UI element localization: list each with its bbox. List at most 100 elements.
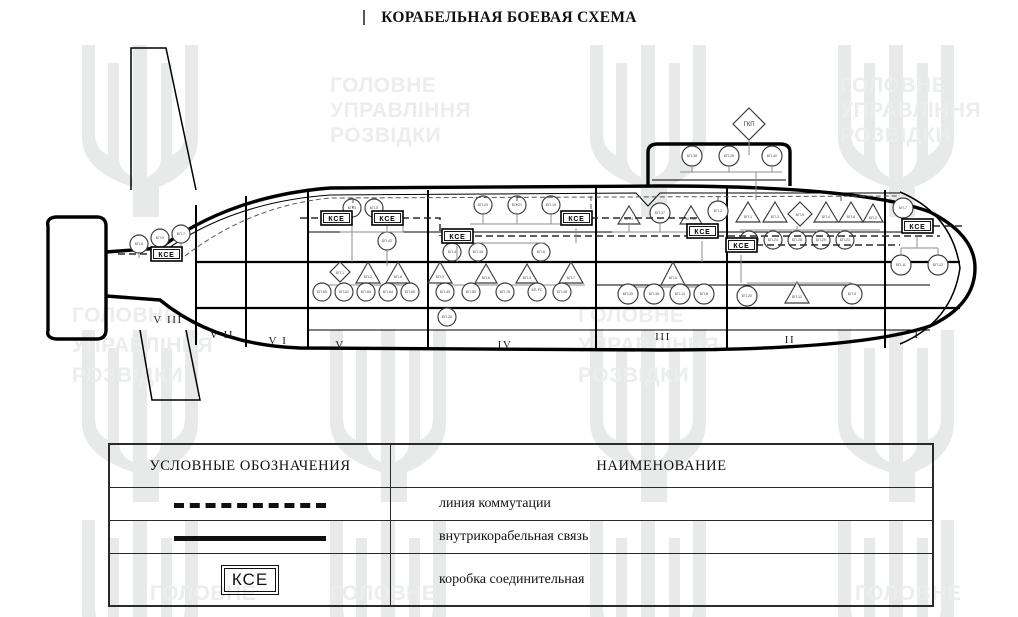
legend-table: УСЛОВНЫЕ ОБОЗНАЧЕНИЯ НАИМЕНОВАНИЕ линия … (108, 443, 934, 607)
comp3-node-group: БП-4 БП-37 БП-44 БП-2 БП-5 БП-35 БП-36 (612, 200, 729, 305)
compartment-label: I (914, 329, 919, 341)
svg-text:БП-6: БП-6 (537, 250, 545, 254)
svg-text:БП-7: БП-7 (177, 232, 185, 236)
legend-name-cell: линия коммутации (390, 486, 933, 522)
svg-text:БП-78: БП-78 (500, 290, 510, 294)
legend-name-cell: внутрикорабельная связь (390, 520, 933, 555)
kse-box[interactable]: КСЕ (725, 237, 758, 253)
watermark-line3: РОЗВІДКИ (72, 364, 183, 387)
watermark-line3: РОЗВІДКИ (330, 124, 441, 147)
dashed-line-icon (174, 503, 326, 509)
svg-text:БП-19: БП-19 (546, 203, 556, 207)
kse-box[interactable]: КСЕ (560, 210, 593, 226)
watermark-line2: УПРАВЛІННЯ (578, 334, 719, 357)
svg-text:БП-85: БП-85 (466, 290, 476, 294)
compartment-label: IV (498, 339, 513, 351)
legend-name-cell: коробка соединительная (390, 553, 933, 606)
svg-text:БП-66: БП-66 (361, 290, 371, 294)
upper-stern-fin (130, 47, 197, 191)
svg-text:КСЕ: КСЕ (909, 224, 925, 231)
svg-text:БП-5: БП-5 (669, 276, 677, 280)
kse-box[interactable]: КСЕ (150, 246, 183, 262)
watermark-line2: УПРАВЛІННЯ (330, 99, 471, 122)
svg-text:БП-36: БП-36 (649, 292, 659, 296)
svg-text:БП-64: БП-64 (383, 290, 393, 294)
kse-box[interactable]: КСЕ (686, 223, 719, 239)
svg-text:БП-20: БП-20 (742, 294, 752, 298)
kse-box-label: КСЕ (223, 567, 277, 592)
svg-text:БП-29: БП-29 (816, 238, 826, 242)
legend-symbol-cell: КСЕ (109, 553, 391, 606)
kse-box[interactable]: КСЕ (901, 218, 934, 234)
svg-text:БП-8: БП-8 (700, 292, 708, 296)
svg-text:БП-62: БП-62 (339, 290, 349, 294)
legend-symbol-cell (109, 520, 391, 555)
kse-box-group[interactable]: КСЕ КСЕ КСЕ КСЕ (150, 210, 934, 262)
svg-text:БП-24: БП-24 (768, 238, 778, 242)
kse-box[interactable]: КСЕ (371, 210, 404, 226)
svg-text:БП-28: БП-28 (792, 238, 802, 242)
svg-text:БП-37: БП-37 (655, 211, 665, 215)
svg-text:БП-3: БП-3 (523, 276, 531, 280)
legend-row: внутрикорабельная связь (109, 520, 933, 555)
legend-header-row: УСЛОВНЫЕ ОБОЗНАЧЕНИЯ НАИМЕНОВАНИЕ (109, 444, 933, 488)
legend-row: КСЕ коробка соединительная (109, 553, 933, 606)
svg-text:БП-68: БП-68 (405, 290, 415, 294)
svg-text:БП-5: БП-5 (370, 206, 378, 210)
intraship-links (340, 218, 918, 283)
compartment-label-group: V III V II V I V IV III II I (153, 314, 919, 351)
legend-header-symbol: УСЛОВНЫЕ ОБОЗНАЧЕНИЯ (109, 444, 391, 488)
compartment-label: V III (153, 314, 182, 326)
svg-text:БП-45: БП-45 (557, 290, 567, 294)
svg-text:БП-38: БП-38 (687, 154, 697, 158)
bulkhead-group (195, 187, 886, 350)
watermark-line1: ГОЛОВНЕ (72, 304, 178, 327)
watermark-line1: ГОЛОВНЕ (578, 304, 684, 327)
svg-text:БП-1: БП-1 (744, 215, 752, 219)
svg-text:БП-2: БП-2 (364, 275, 372, 279)
svg-text:БП-4: БП-4 (822, 215, 830, 219)
watermark-line2: УПРАВЛІННЯ (840, 99, 981, 122)
svg-text:КСЕ: КСЕ (379, 216, 395, 223)
svg-text:БП-12: БП-12 (933, 263, 943, 267)
svg-text:КСЕ: КСЕ (158, 252, 174, 259)
svg-text:БП-2: БП-2 (714, 209, 722, 213)
svg-text:БП-9: БП-9 (848, 292, 856, 296)
watermark-line3: РОЗВІДКИ (578, 364, 689, 387)
sail-node-group: БП-38 БП-39 БП-40 (680, 145, 783, 200)
watermark-line1: ГОЛОВНЕ (330, 74, 436, 97)
svg-text:БП-6: БП-6 (394, 275, 402, 279)
svg-text:БП-3: БП-3 (771, 215, 779, 219)
compartment-label: III (655, 331, 671, 343)
svg-text:БП-7: БП-7 (567, 276, 575, 280)
svg-text:БП-1: БП-1 (336, 271, 344, 275)
svg-text:БП-35: БП-35 (623, 292, 633, 296)
solid-line-icon (174, 536, 326, 542)
stern-node-group: БП-8 БП-9 БП-7 (129, 224, 191, 258)
gkp-label: ГКП (743, 122, 754, 128)
watermark-line3: РОЗВІДКИ (840, 124, 951, 147)
svg-text:БП-8: БП-8 (135, 242, 143, 246)
kse-box[interactable]: КСЕ (441, 228, 474, 244)
compartment-label: V (335, 339, 345, 351)
svg-text:БП-6: БП-6 (847, 215, 855, 219)
svg-text:БП-43: БП-43 (440, 290, 450, 294)
svg-text:БП-44: БП-44 (686, 217, 696, 221)
legend-row: линия коммутации (109, 486, 933, 522)
comp2-node-group: БП-1 БП-3 БП-9 БП-4 БП-6 БП-2 БП-22 БП-2… (734, 200, 884, 307)
kse-box[interactable]: КСЕ (320, 210, 353, 226)
legend-symbol-cell (109, 486, 391, 522)
svg-text:БП-22: БП-22 (840, 238, 850, 242)
compartment-label: V II (210, 329, 234, 341)
bow-inner-line (899, 191, 961, 345)
page-title: КОРАБЕЛЬНАЯ БОЕВАЯ СХЕМА (381, 9, 637, 26)
svg-text:БП-26: БП-26 (442, 315, 452, 319)
watermark-line1: ГОЛОВНЕ (840, 74, 946, 97)
sail-structure (646, 142, 792, 186)
svg-text:БП-3: БП-3 (348, 206, 356, 210)
hull-outline (105, 184, 977, 352)
svg-text:БП-39: БП-39 (724, 154, 734, 158)
svg-text:БП-8: БП-8 (482, 276, 490, 280)
legend-header-name: НАИМЕНОВАНИЕ (390, 444, 933, 488)
